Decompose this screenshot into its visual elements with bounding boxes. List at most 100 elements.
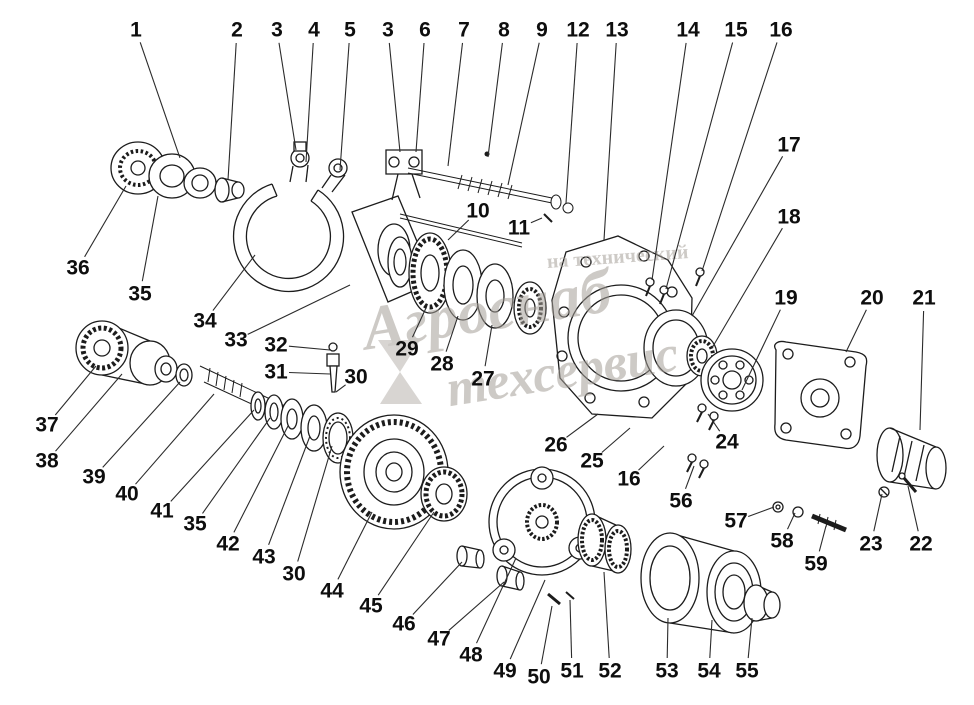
callout-leader-line	[278, 42, 297, 151]
part-upper-coupling	[110, 141, 217, 199]
part-rollers	[456, 545, 525, 591]
callout-leader-line	[651, 42, 687, 281]
callout-leader-line	[747, 617, 753, 659]
callout-number: 21	[912, 287, 936, 310]
callout-leader-line	[818, 525, 827, 552]
callout-number: 35	[128, 283, 152, 306]
callout-number: 14	[676, 19, 700, 42]
callout-leader-line	[509, 579, 546, 660]
callout-leader-line	[569, 599, 573, 659]
callout-leader-line	[484, 324, 493, 367]
part-planet-carrier	[488, 466, 596, 576]
callout-number: 26	[544, 434, 567, 457]
callout-leader-line	[603, 571, 610, 659]
callout-number: 10	[466, 200, 489, 223]
callout-number: 19	[774, 287, 797, 310]
callout-number: 52	[598, 660, 621, 683]
callout-number: 5	[344, 19, 356, 42]
callout-leader-line	[873, 493, 883, 532]
callout-number: 16	[769, 19, 792, 42]
callout-number: 18	[777, 206, 801, 229]
callout-number: 34	[193, 310, 217, 333]
callout-leader-line	[447, 219, 470, 241]
callout-number: 47	[427, 628, 450, 651]
part-lower-coupling	[75, 320, 178, 386]
callout-leader-line	[447, 42, 464, 167]
callout-number: 20	[860, 287, 883, 310]
callout-leader-line	[170, 409, 255, 502]
callout-leader-line	[297, 445, 333, 562]
callout-leader-line	[684, 465, 695, 489]
callout-number: 46	[392, 613, 415, 636]
callout-number: 22	[909, 533, 932, 556]
callout-leader-line	[54, 365, 97, 416]
callout-number: 51	[560, 660, 584, 683]
callout-leader-line	[445, 315, 459, 352]
part-sun-gear	[420, 466, 468, 522]
callout-leader-line	[530, 217, 543, 224]
callout-leader-line	[487, 42, 503, 158]
callout-number: 40	[115, 483, 138, 506]
callout-number: 13	[605, 19, 628, 42]
callout-leader-line	[638, 445, 665, 471]
callout-leader-line	[540, 605, 553, 665]
callout-number: 27	[471, 368, 494, 391]
callout-leader-line	[711, 227, 783, 349]
part-lower-rod	[399, 213, 523, 248]
callout-number: 25	[580, 450, 604, 473]
callout-number: 7	[458, 19, 470, 42]
callout-number: 30	[282, 563, 305, 586]
callout-number: 4	[308, 19, 320, 42]
callout-leader-line	[377, 511, 435, 596]
callout-number: 3	[271, 19, 283, 42]
callout-number: 1	[130, 19, 142, 42]
callout-leader-line	[227, 42, 237, 181]
part-washer-ring	[175, 363, 193, 387]
callout-leader-line	[691, 156, 784, 317]
callout-number: 15	[724, 19, 748, 42]
callout-number: 16	[617, 468, 640, 491]
part-flange-bolts	[696, 403, 719, 431]
part-flange	[700, 348, 764, 412]
part-shaft-washers	[250, 391, 328, 452]
callout-leader-line	[335, 384, 346, 393]
callout-leader-line	[666, 617, 669, 659]
callout-leader-line	[412, 307, 427, 338]
part-small-fasteners	[686, 453, 847, 533]
callout-number: 35	[183, 513, 207, 536]
callout-leader-line	[305, 42, 314, 163]
part-gasket	[774, 340, 868, 450]
callout-leader-line	[141, 195, 159, 282]
callout-leader-line	[907, 485, 919, 532]
callout-number: 41	[150, 500, 174, 523]
callout-leader-line	[919, 310, 925, 431]
callout-number: 43	[252, 546, 275, 569]
callout-leader-line	[748, 506, 775, 518]
callout-leader-line	[84, 185, 127, 258]
callout-number: 31	[264, 361, 288, 384]
callout-leader-line	[139, 42, 181, 159]
callout-number: 37	[35, 414, 58, 437]
callout-leader-line	[665, 42, 734, 290]
part-control-rod	[407, 151, 574, 223]
part-cover-screws	[878, 472, 918, 498]
callout-number: 33	[224, 329, 247, 352]
callout-leader-line	[55, 373, 123, 452]
callout-leader-line	[202, 417, 271, 514]
callout-number: 57	[724, 510, 747, 533]
watermark-logo-icon	[378, 340, 420, 372]
callout-number: 8	[498, 19, 510, 42]
part-disc-stack	[387, 232, 547, 335]
part-coupling-drum	[640, 532, 762, 634]
callout-number: 50	[527, 666, 550, 689]
callout-leader-line	[707, 413, 721, 432]
callout-number: 9	[536, 19, 548, 42]
callout-leader-line	[339, 42, 350, 171]
callout-number: 36	[66, 257, 89, 280]
callout-leader-line	[135, 393, 215, 485]
callout-leader-line	[701, 42, 778, 272]
callout-number: 49	[493, 660, 516, 683]
callout-leader-line	[603, 42, 617, 241]
